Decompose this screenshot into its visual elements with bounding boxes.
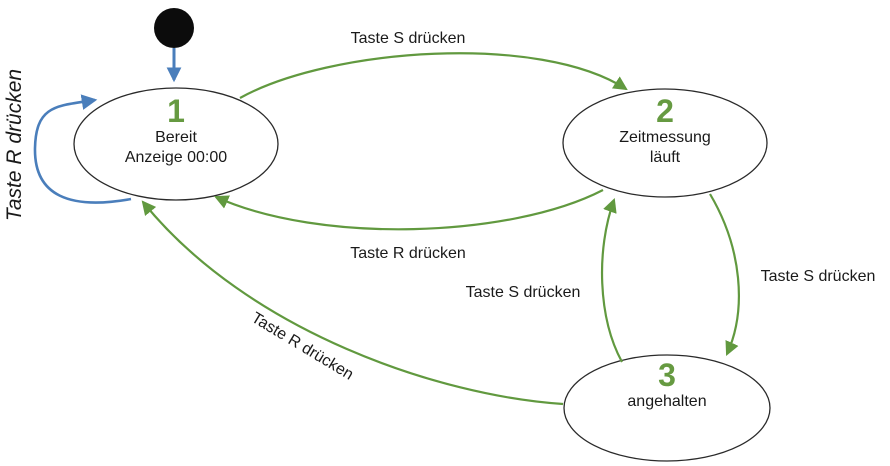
transition-arrow-2-to-1 [214, 189, 604, 231]
state-1-ellipse [73, 87, 279, 201]
state-2-ellipse [562, 88, 768, 198]
transition-label-2-to-3: Taste S drücken [760, 268, 876, 285]
transition-arrow-2-to-3 [709, 193, 740, 356]
state-3-ellipse [563, 354, 771, 462]
transition-label-self-loop-state-1: Taste R drücken [3, 68, 26, 222]
transition-arrow-3-to-1 [141, 200, 564, 406]
transition-label-3-to-2: Taste S drücken [465, 284, 581, 301]
initial-state-dot [154, 8, 194, 48]
transition-arrow-1-to-2 [239, 52, 628, 99]
transition-label-1-to-2: Taste S drücken [350, 30, 466, 47]
transition-arrow-3-to-2 [600, 197, 623, 363]
self-loop-arrow-state-1 [33, 94, 132, 204]
transition-label-2-to-1: Taste R drücken [350, 245, 466, 262]
